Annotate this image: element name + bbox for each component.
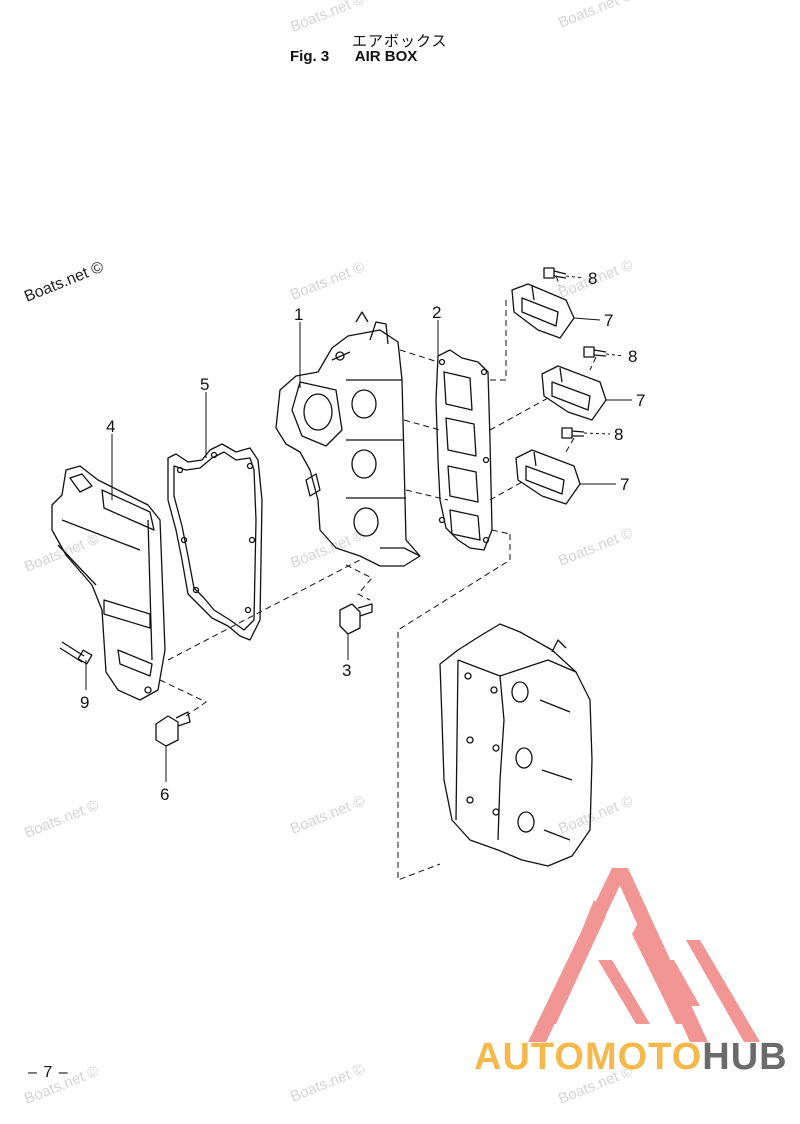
callout-4: 4 (106, 417, 115, 436)
manifold-gasket (435, 349, 493, 551)
page-number: – 7 – (28, 1064, 69, 1081)
plug-part-3 (339, 603, 373, 635)
screw-part-8-middle (583, 346, 607, 358)
screw-part-8-lower (561, 427, 585, 439)
logo-text-moto: MOTO (584, 1036, 703, 1078)
callout-2: 2 (432, 303, 441, 322)
callout-8-lower: 8 (614, 425, 623, 444)
air-box-cover (51, 465, 166, 701)
figure-title: Fig. 3 AIR BOX (290, 48, 417, 65)
callout-3: 3 (342, 661, 351, 680)
leader-7a (573, 317, 601, 321)
reed-valve-lower (515, 449, 581, 505)
logo-text-hub: HUB (702, 1036, 788, 1078)
logo-wordmark: AUTOMOTOHUB (474, 1036, 788, 1079)
callout-7-lower: 7 (620, 475, 629, 494)
callout-6: 6 (160, 785, 169, 804)
leader-8c (583, 432, 611, 435)
callout-7-upper: 7 (604, 311, 613, 330)
title-japanese: エアボックス (352, 33, 448, 50)
logo-text-auto: AUTO (474, 1036, 585, 1078)
callout-1: 1 (294, 305, 303, 324)
callout-9: 9 (80, 693, 89, 712)
callout-7-middle: 7 (636, 391, 645, 410)
screw-part-8-upper (543, 267, 567, 279)
reed-valve-upper (511, 283, 575, 339)
intake-manifold (275, 311, 421, 567)
logo-mark (528, 868, 760, 1042)
callout-8-upper: 8 (588, 269, 597, 288)
reed-valve-middle (541, 365, 607, 421)
crankcase-block (439, 623, 593, 867)
callout-8-middle: 8 (628, 347, 637, 366)
figure-number: Fig. 3 (290, 48, 330, 65)
leader-8b (605, 353, 625, 357)
figure-caption: AIR BOX (354, 48, 418, 65)
cover-gasket (167, 443, 263, 641)
leader-8a (565, 275, 585, 279)
screw-part-9 (59, 641, 93, 665)
plug-part-6 (155, 711, 191, 747)
callout-5: 5 (200, 375, 209, 394)
